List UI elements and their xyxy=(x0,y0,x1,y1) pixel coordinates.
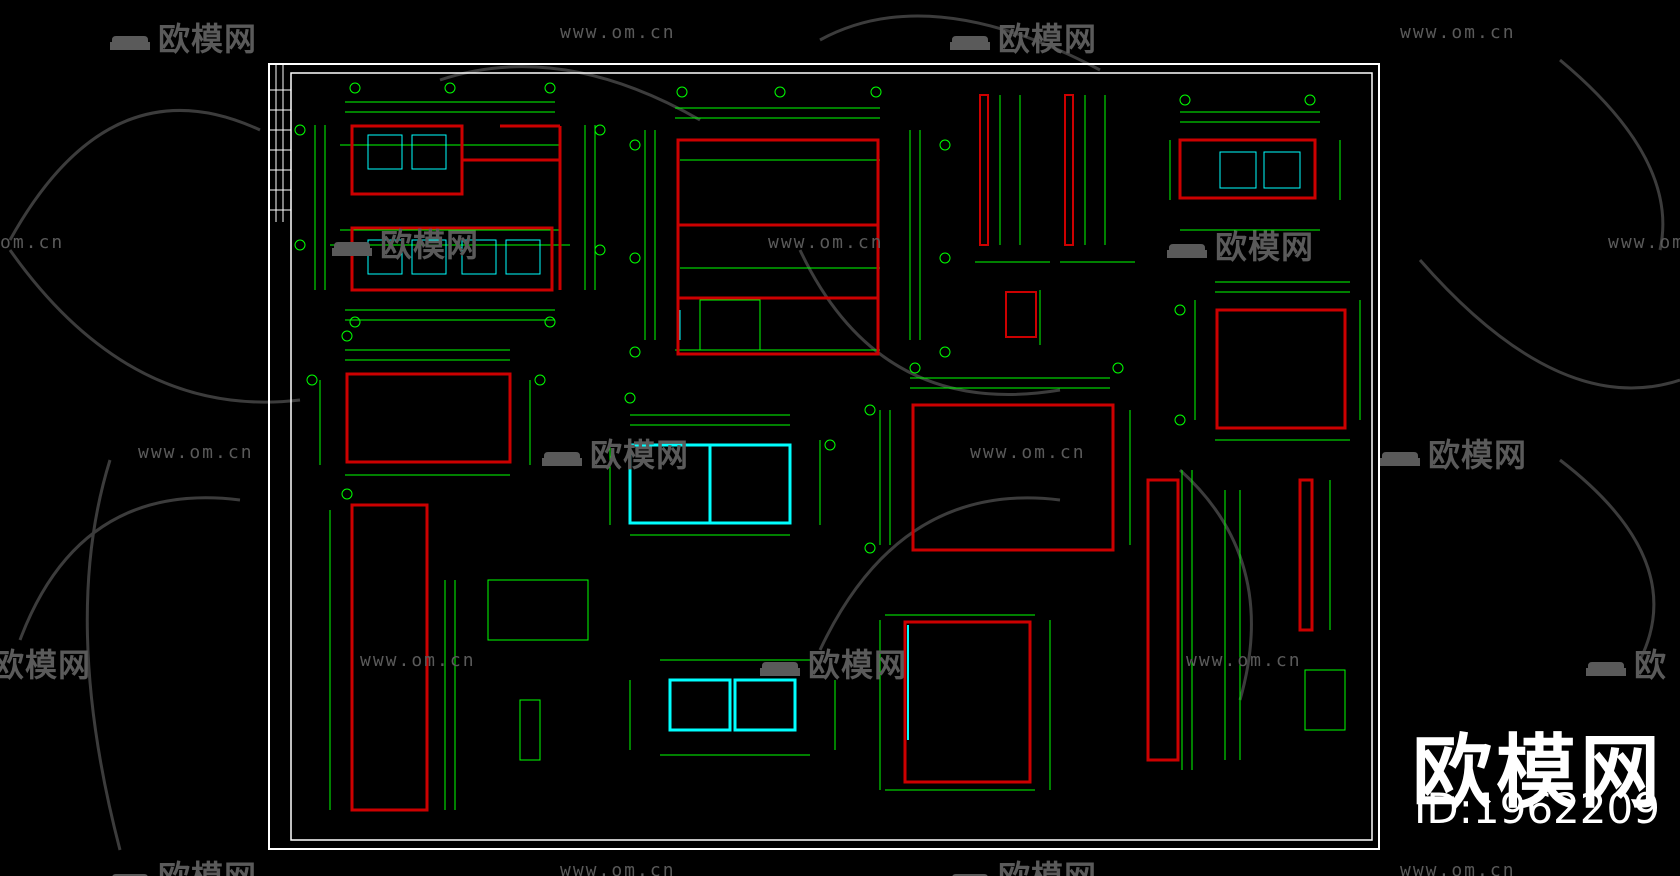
sofa-icon xyxy=(1380,452,1420,466)
watermark-url-row3-center: www.om.cn xyxy=(970,442,1086,463)
watermark-url-row3-left: www.om.cn xyxy=(138,442,254,463)
watermark-url-left-partial: om.cn xyxy=(0,232,65,253)
sofa-icon xyxy=(112,874,148,876)
watermark-arcs xyxy=(8,14,1680,851)
watermark-brand-row4-center: 欧模网 xyxy=(758,640,907,686)
watermark-brand-row2-right: 欧模网 xyxy=(1165,222,1314,268)
sofa-icon xyxy=(110,36,150,50)
sofa-icon xyxy=(760,662,800,676)
watermark-brand-text: 欧模网 xyxy=(380,226,480,264)
watermark-url-row2-center: www.om.cn xyxy=(768,232,884,253)
watermark-url-row4-right: www.om.cn xyxy=(1186,650,1302,671)
watermark-url-row4-left: www.om.cn xyxy=(360,650,476,671)
sofa-icon xyxy=(1586,662,1626,676)
watermark-url-bottom-center: www.om.cn xyxy=(560,860,676,876)
section-left-tall xyxy=(329,503,456,812)
sheet-outer-frame xyxy=(268,63,1380,850)
sofa-icon xyxy=(1167,244,1207,258)
site-logo-title: 欧模网 xyxy=(1412,726,1664,819)
plan-d xyxy=(1174,281,1361,441)
watermark-brand-text: 欧模网 xyxy=(158,858,257,876)
watermark-brand-text: 欧模网 xyxy=(1428,436,1528,474)
watermark-brand-row2-left: 欧模网 xyxy=(330,220,479,266)
sofa-icon xyxy=(332,242,372,256)
watermark-url-bottom-right: www.om.cn xyxy=(1400,860,1516,876)
sofa-icon xyxy=(952,874,988,876)
section-right-tall xyxy=(1146,470,1331,770)
resource-id-label: ID:1962209 xyxy=(1414,784,1660,833)
watermark-brand-text: 欧模网 xyxy=(1215,228,1315,266)
plan-a xyxy=(294,82,606,328)
watermark-brand-bottom-left: 欧模网 xyxy=(108,852,257,876)
watermark-brand-top-left: 欧模网 xyxy=(108,14,257,60)
sections-top-right xyxy=(975,94,1135,345)
watermark-brand-top-right: 欧模网 xyxy=(948,14,1097,60)
sheet-inner-frame xyxy=(290,72,1373,841)
watermark-brand-text: 欧模网 xyxy=(998,858,1097,876)
watermark-brand-row4-right-partial: 欧 xyxy=(1584,640,1667,686)
watermark-brand-row4-left-partial: 欧模网 xyxy=(0,646,92,684)
watermark-brand-row3-right: 欧模网 xyxy=(1378,430,1527,476)
plan-h xyxy=(629,659,836,756)
sofa-icon xyxy=(950,36,990,50)
watermark-brand-row3-center: 欧模网 xyxy=(540,430,689,476)
plan-f xyxy=(609,392,836,536)
watermark-brand-bottom-right: 欧模网 xyxy=(948,852,1097,876)
watermark-brand-text: 欧模网 xyxy=(998,20,1098,58)
watermark-brand-text: 欧 xyxy=(1634,646,1668,684)
plan-b xyxy=(629,86,951,358)
detail-small xyxy=(487,579,1346,761)
title-strip xyxy=(269,64,291,222)
plan-i xyxy=(879,614,1051,791)
plan-c xyxy=(1169,94,1341,231)
watermark-url-top-right: www.om.cn xyxy=(1400,22,1516,43)
watermark-url-row2-right: www.om.cn xyxy=(1608,232,1680,253)
watermark-url-top-center: www.om.cn xyxy=(560,22,676,43)
watermark-brand-text: 欧模网 xyxy=(590,436,690,474)
watermark-brand-text: 欧模网 xyxy=(158,20,258,58)
watermark-brand-text: 欧模网 xyxy=(808,646,908,684)
plan-e xyxy=(306,330,546,500)
plan-g xyxy=(864,362,1131,554)
sofa-icon xyxy=(542,452,582,466)
